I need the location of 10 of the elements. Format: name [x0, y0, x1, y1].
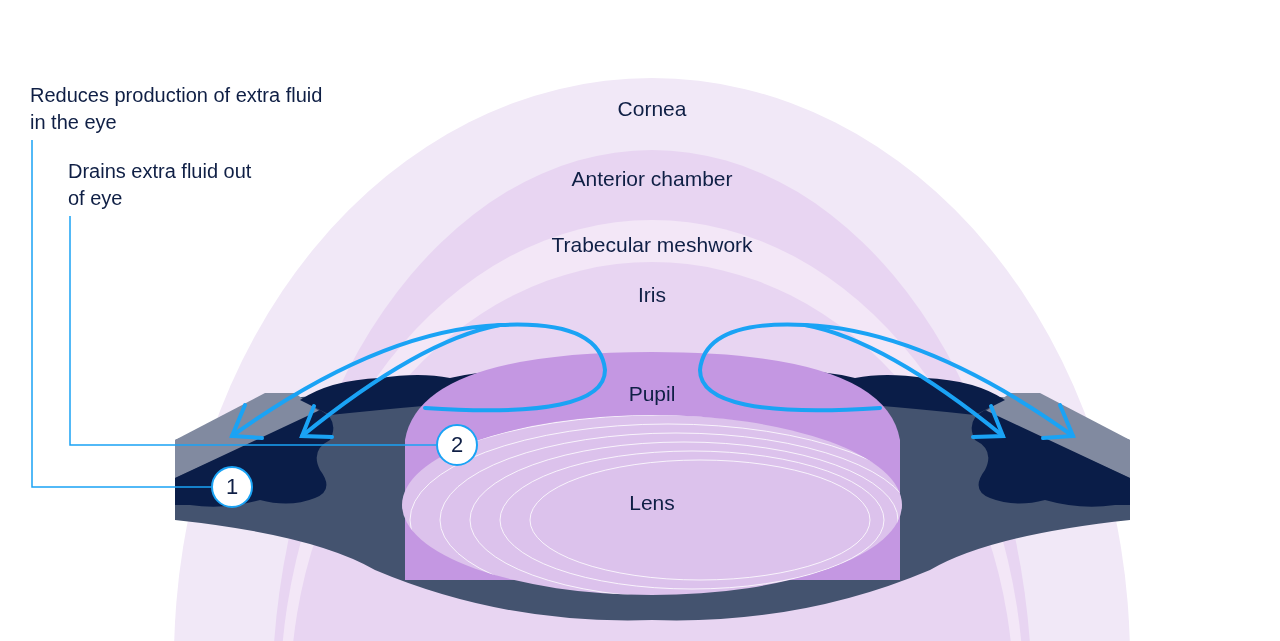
callout-text: Reduces production of extra fluid in the eye — [30, 82, 330, 136]
part-label: Trabecular meshwork — [551, 233, 753, 257]
leader-line — [69, 215, 437, 446]
part-label: Pupil — [628, 382, 676, 406]
part-label: Lens — [629, 491, 675, 515]
part-label: Anterior chamber — [571, 167, 733, 191]
callout-text: Drains extra fluid out of eye — [68, 158, 268, 212]
part-label: Iris — [638, 283, 666, 307]
leader-line — [31, 139, 212, 488]
part-label: Cornea — [617, 97, 687, 121]
